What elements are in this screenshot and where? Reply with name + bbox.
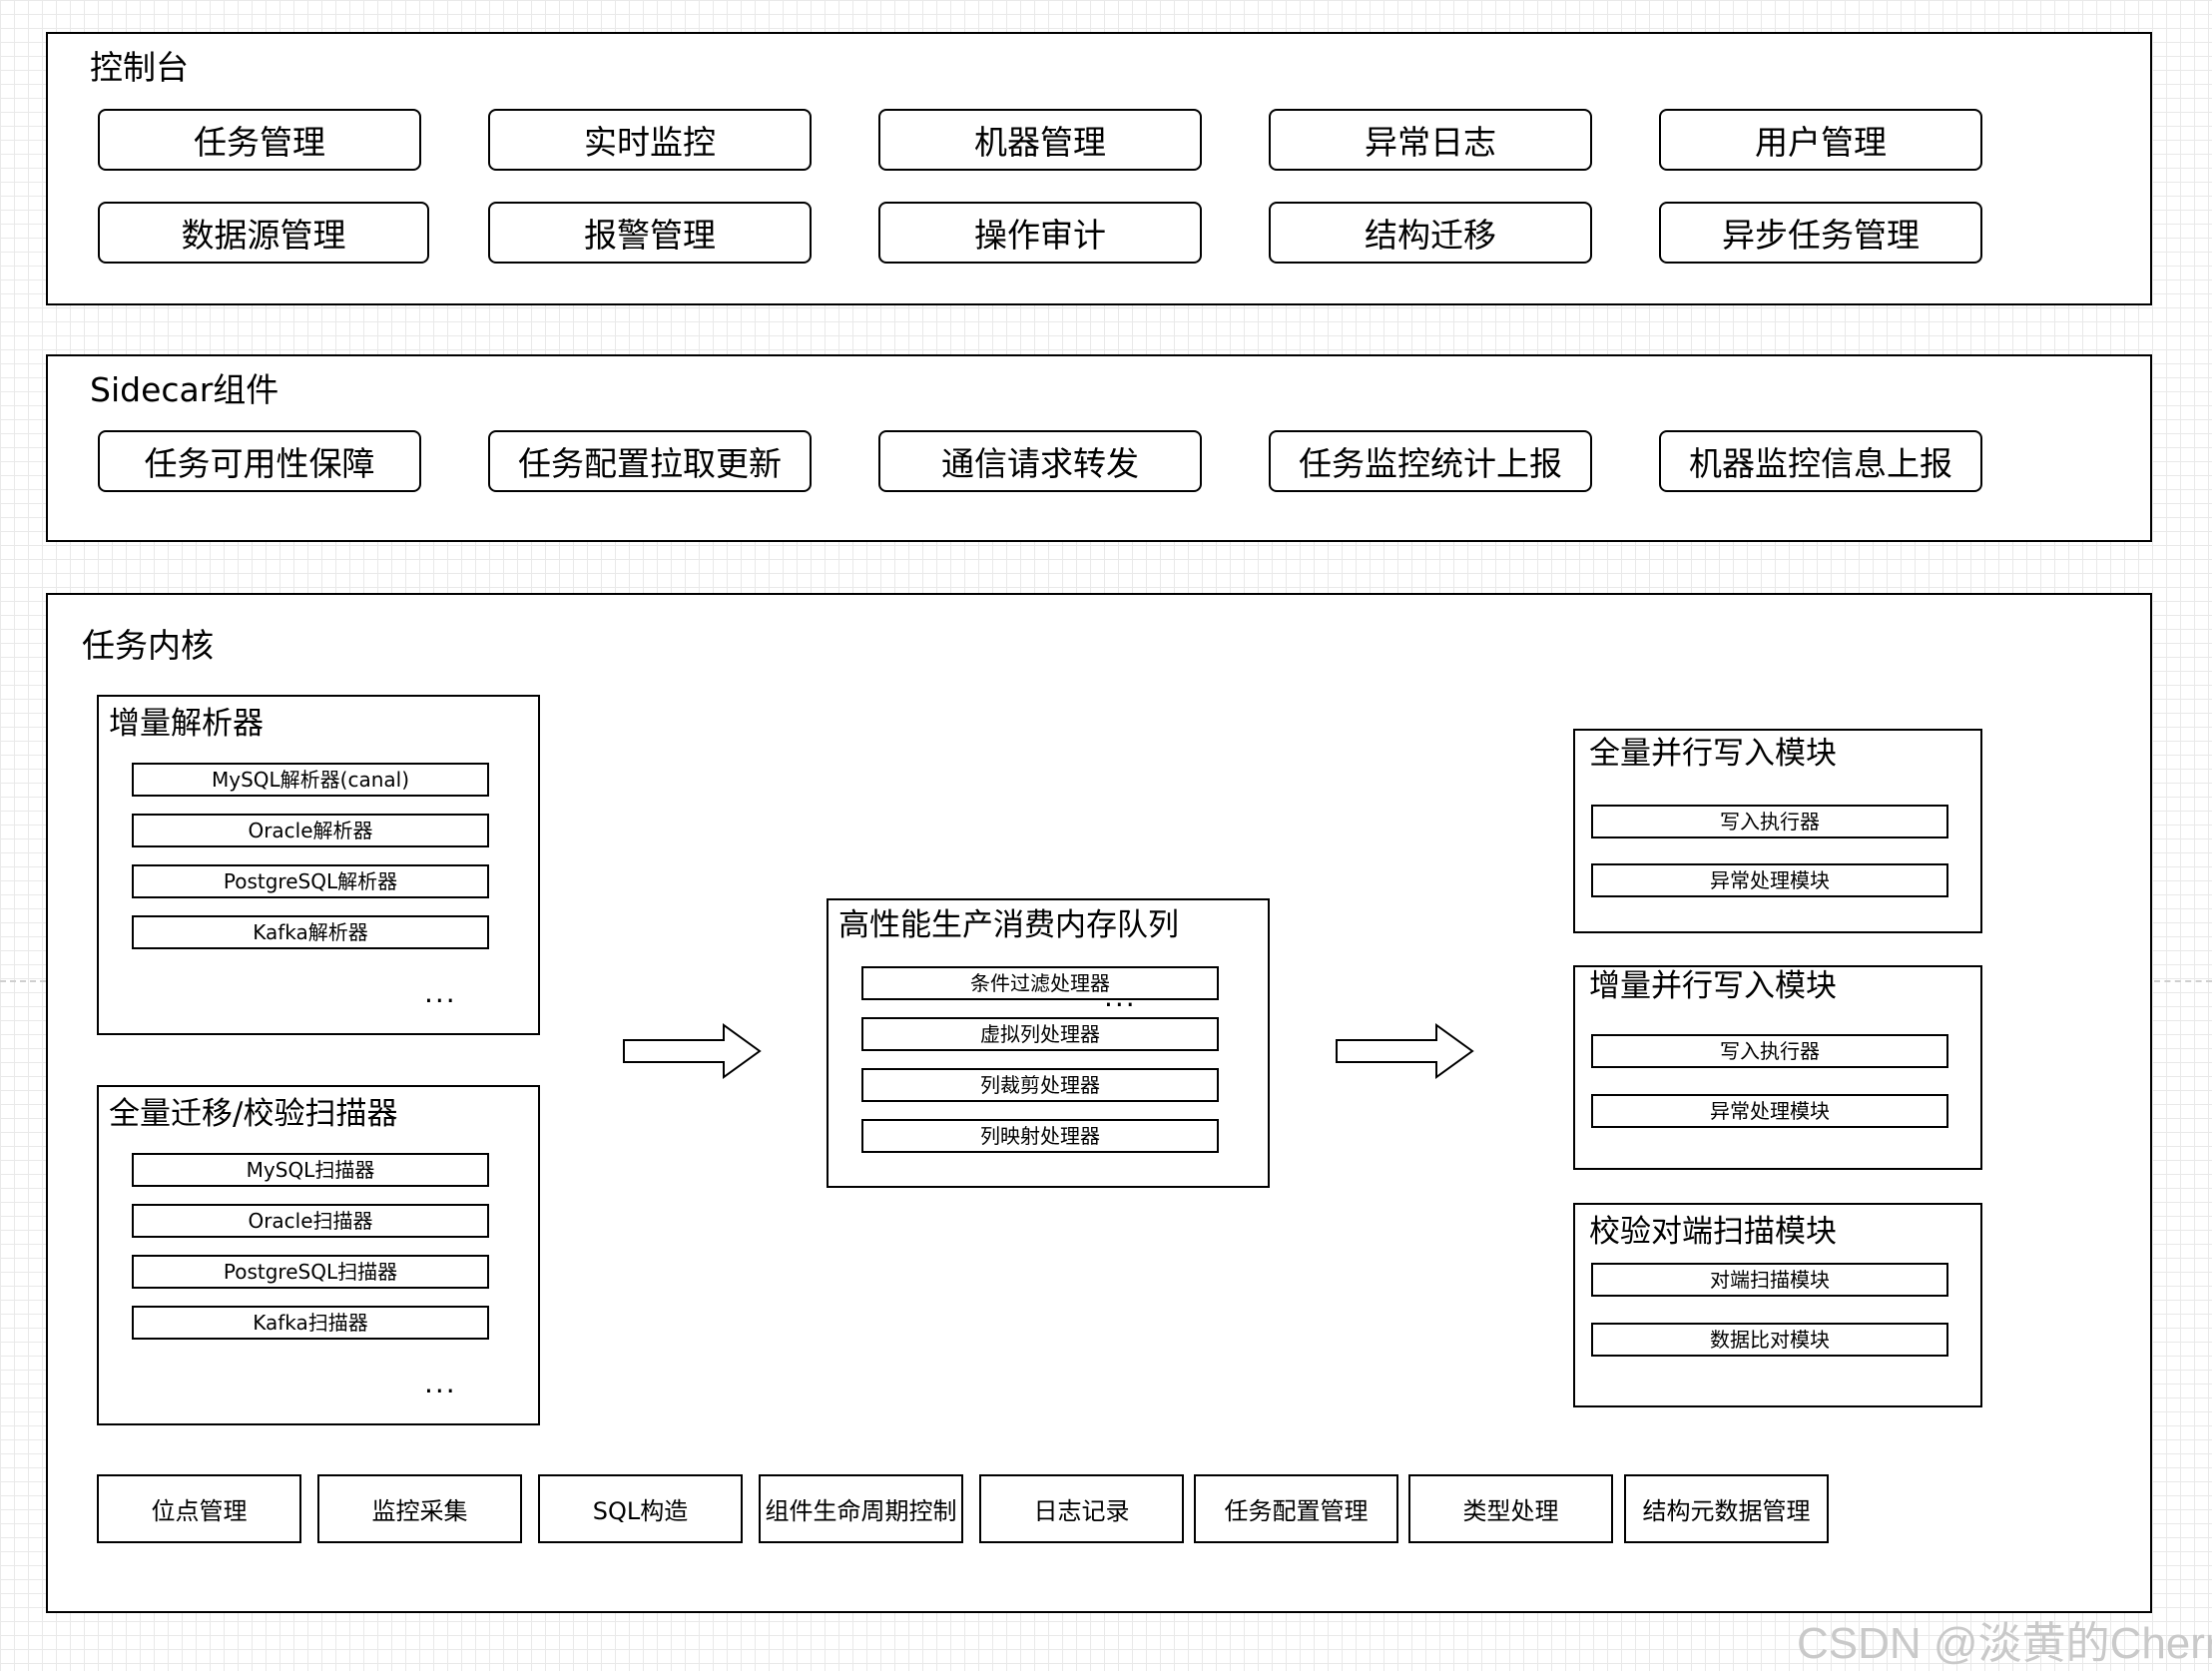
queue-item-condition-filter: 条件过滤处理器 <box>861 966 1219 1000</box>
incremental-parser-title: 增量解析器 <box>109 706 264 742</box>
util-schema-metadata-management: 结构元数据管理 <box>1624 1474 1829 1543</box>
incr-writer-box: 增量并行写入模块 写入执行器 异常处理模块 <box>1573 965 1982 1170</box>
incr-writer-item-exception: 异常处理模块 <box>1591 1094 1948 1128</box>
console-item-async-task-management: 异步任务管理 <box>1659 202 1982 264</box>
queue-item-virtual-column: 虚拟列处理器 <box>861 1017 1219 1051</box>
incr-writer-title: 增量并行写入模块 <box>1589 968 1837 1004</box>
parser-ellipsis: ... <box>424 976 457 1009</box>
sidecar-title: Sidecar组件 <box>90 370 279 409</box>
console-item-task-management: 任务管理 <box>98 109 421 171</box>
guide-line-right <box>2154 980 2212 982</box>
watermark-text: CSDN @淡黄的Cherry <box>1797 1619 2212 1668</box>
guide-line-left <box>0 980 46 982</box>
util-logging: 日志记录 <box>979 1474 1184 1543</box>
scanner-item-oracle: Oracle扫描器 <box>132 1204 489 1238</box>
console-panel: 控制台 任务管理 实时监控 机器管理 异常日志 用户管理 数据源管理 报警管理 … <box>46 32 2152 305</box>
incr-writer-item-executor: 写入执行器 <box>1591 1034 1948 1068</box>
scanner-ellipsis: ... <box>424 1367 457 1399</box>
kernel-title: 任务内核 <box>82 626 214 665</box>
console-item-machine-management: 机器管理 <box>878 109 1202 171</box>
console-item-datasource-management: 数据源管理 <box>98 202 429 264</box>
console-title: 控制台 <box>90 48 189 87</box>
full-writer-title: 全量并行写入模块 <box>1589 736 1837 772</box>
verify-scan-box: 校验对端扫描模块 对端扫描模块 数据比对模块 <box>1573 1203 1982 1407</box>
util-type-handling: 类型处理 <box>1408 1474 1613 1543</box>
util-task-config-management: 任务配置管理 <box>1194 1474 1398 1543</box>
incremental-parser-box: 增量解析器 MySQL解析器(canal) Oracle解析器 PostgreS… <box>97 695 540 1035</box>
scanner-item-mysql: MySQL扫描器 <box>132 1153 489 1187</box>
util-checkpoint-management: 位点管理 <box>97 1474 301 1543</box>
queue-item-column-mapping: 列映射处理器 <box>861 1119 1219 1153</box>
memory-queue-box: 高性能生产消费内存队列 条件过滤处理器 虚拟列处理器 列裁剪处理器 列映射处理器 <box>827 898 1270 1188</box>
util-monitor-collection: 监控采集 <box>317 1474 522 1543</box>
full-writer-item-exception: 异常处理模块 <box>1591 863 1948 897</box>
sidecar-item-task-monitor-report: 任务监控统计上报 <box>1269 430 1592 492</box>
verify-item-peer-scan: 对端扫描模块 <box>1591 1263 1948 1297</box>
sidecar-item-request-forward: 通信请求转发 <box>878 430 1202 492</box>
queue-item-column-prune: 列裁剪处理器 <box>861 1068 1219 1102</box>
console-item-operation-audit: 操作审计 <box>878 202 1202 264</box>
console-item-realtime-monitor: 实时监控 <box>488 109 812 171</box>
sidecar-item-availability: 任务可用性保障 <box>98 430 421 492</box>
queue-ellipsis: ... <box>1104 980 1137 1013</box>
parser-item-kafka: Kafka解析器 <box>132 915 489 949</box>
sidecar-item-machine-monitor-report: 机器监控信息上报 <box>1659 430 1982 492</box>
console-item-exception-log: 异常日志 <box>1269 109 1592 171</box>
arrow-right-icon <box>1336 1023 1474 1079</box>
full-scanner-title: 全量迁移/校验扫描器 <box>109 1096 398 1132</box>
util-sql-builder: SQL构造 <box>538 1474 743 1543</box>
scanner-item-kafka: Kafka扫描器 <box>132 1306 489 1340</box>
parser-item-mysql: MySQL解析器(canal) <box>132 763 489 797</box>
arrow-right-icon <box>623 1023 762 1079</box>
verify-scan-title: 校验对端扫描模块 <box>1589 1214 1837 1250</box>
full-writer-item-executor: 写入执行器 <box>1591 805 1948 838</box>
parser-item-oracle: Oracle解析器 <box>132 814 489 847</box>
scanner-item-postgresql: PostgreSQL扫描器 <box>132 1255 489 1289</box>
verify-item-data-compare: 数据比对模块 <box>1591 1323 1948 1357</box>
console-item-user-management: 用户管理 <box>1659 109 1982 171</box>
full-scanner-box: 全量迁移/校验扫描器 MySQL扫描器 Oracle扫描器 PostgreSQL… <box>97 1085 540 1425</box>
full-writer-box: 全量并行写入模块 写入执行器 异常处理模块 <box>1573 729 1982 933</box>
console-item-alert-management: 报警管理 <box>488 202 812 264</box>
util-lifecycle-control: 组件生命周期控制 <box>759 1474 963 1543</box>
console-item-schema-migration: 结构迁移 <box>1269 202 1592 264</box>
sidecar-panel: Sidecar组件 任务可用性保障 任务配置拉取更新 通信请求转发 任务监控统计… <box>46 354 2152 542</box>
parser-item-postgresql: PostgreSQL解析器 <box>132 864 489 898</box>
memory-queue-title: 高性能生产消费内存队列 <box>838 907 1179 943</box>
sidecar-item-config-pull: 任务配置拉取更新 <box>488 430 812 492</box>
